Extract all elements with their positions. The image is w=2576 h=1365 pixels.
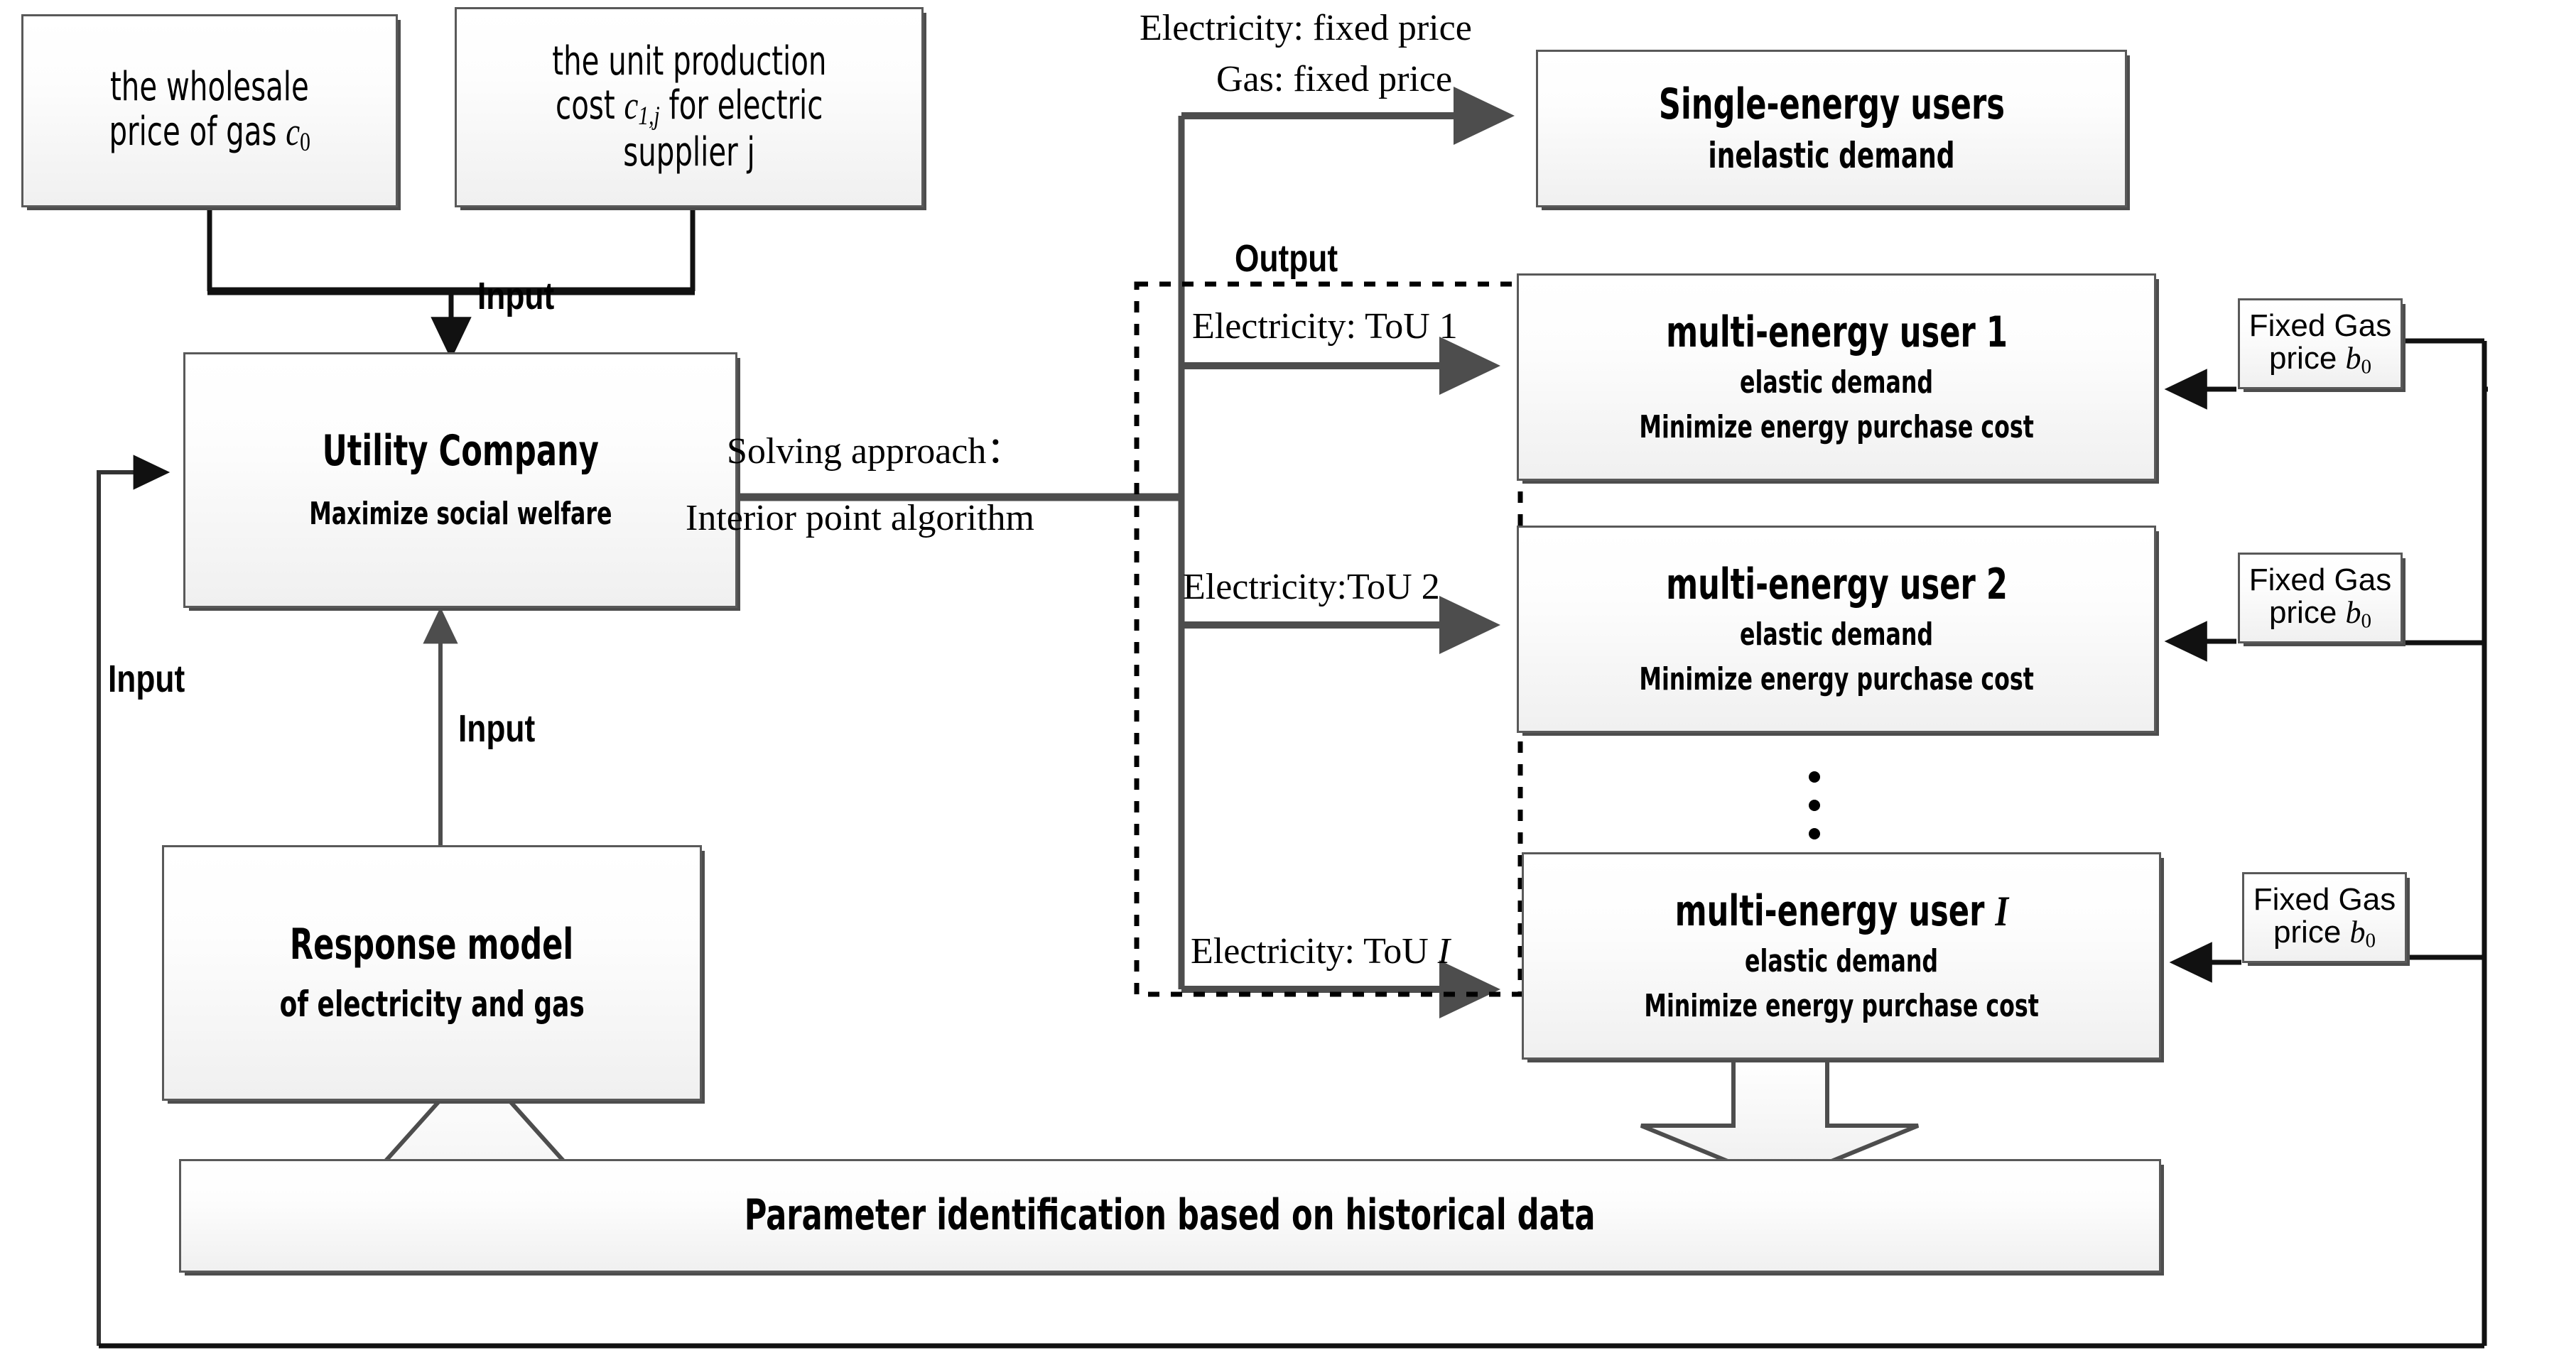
input-box2-line-2: cost c1,j for electric	[555, 82, 823, 131]
response-model-line-1: Response model	[290, 919, 574, 969]
multi-energy-user-2-line-2: elastic demand	[1739, 616, 1934, 653]
label-input-top: Input	[477, 275, 555, 317]
symbol-b0-1: b0	[2345, 341, 2372, 379]
response-model-line-2: of electricity and gas	[279, 984, 585, 1026]
output-group-dotted-box	[1134, 281, 1523, 997]
single-energy-users-box: Single-energy users inelastic demand	[1536, 50, 2127, 207]
multi-energy-user-1-line-3: Minimize energy purchase cost	[1639, 408, 2034, 445]
label-tou-1: Electricity: ToU 1	[1192, 306, 1458, 347]
multi-energy-user-I-line-2: elastic demand	[1744, 943, 1939, 980]
utility-company-title: Utility Company	[322, 425, 599, 476]
input-box2-line-3: supplier j	[623, 129, 755, 175]
response-model-box: Response model of electricity and gas	[162, 845, 702, 1101]
fixed-gas-price-box-2: Fixed Gas price b0	[2238, 553, 2403, 643]
solving-approach-trunk	[739, 116, 1185, 989]
symbol-tou-I: I	[1437, 931, 1451, 972]
utility-company-subtitle: Maximize social welfare	[308, 496, 612, 533]
symbol-I: I	[1995, 887, 2008, 935]
multi-energy-user-I-box: multi-energy user I elastic demand Minim…	[1522, 852, 2161, 1060]
fixed-gas-price-box-1: Fixed Gas price b0	[2238, 298, 2403, 389]
label-output: Output	[1235, 237, 1338, 280]
label-tou-2: Electricity:ToU 2	[1183, 567, 1440, 607]
gas-price-bus-links	[2405, 338, 2487, 1346]
fixed-gas-price-3-line-1: Fixed Gas	[2253, 881, 2396, 917]
vertical-ellipsis	[1808, 771, 1821, 839]
symbol-c0: c0	[286, 109, 310, 156]
parameter-identification-label: Parameter identification based on histor…	[745, 1190, 1596, 1241]
input-box2-line-1: the unit production	[551, 38, 827, 85]
label-tou-I: Electricity: ToU I	[1191, 931, 1451, 972]
input-box-unit-production-cost: the unit production cost c1,j for electr…	[455, 7, 924, 207]
fixed-gas-price-2-line-1: Fixed Gas	[2248, 562, 2392, 597]
label-input-left: Input	[108, 658, 185, 700]
single-energy-users-title: Single-energy users	[1658, 79, 2005, 129]
utility-company-box: Utility Company Maximize social welfare	[183, 352, 737, 608]
multi-energy-user-2-title: multi-energy user 2	[1665, 559, 2008, 609]
symbol-b0-3: b0	[2349, 915, 2376, 952]
multi-energy-user-2-box: multi-energy user 2 elastic demand Minim…	[1517, 526, 2156, 733]
fixed-gas-price-box-3: Fixed Gas price b0	[2242, 872, 2407, 963]
input-box-wholesale-gas-price: the wholesale price of gas c0	[21, 14, 398, 207]
label-electricity-fixed-price: Electricity: fixed price	[1140, 8, 1472, 48]
multi-energy-user-I-title: multi-energy user I	[1674, 886, 2008, 936]
multi-energy-user-2-line-3: Minimize energy purchase cost	[1639, 660, 2034, 697]
parameter-identification-bar: Parameter identification based on histor…	[179, 1159, 2161, 1273]
fixed-gas-price-1-line-1: Fixed Gas	[2248, 308, 2392, 343]
multi-energy-user-1-box: multi-energy user 1 elastic demand Minim…	[1517, 273, 2156, 481]
feedback-into-utility-connector	[97, 455, 171, 1346]
input-merge-connector	[207, 208, 696, 360]
multi-energy-user-I-line-3: Minimize energy purchase cost	[1644, 987, 2039, 1024]
label-solving-approach-line-1: Solving approach：	[727, 431, 1024, 472]
fixed-gas-price-1-line-2: price b0	[2268, 341, 2372, 379]
symbol-b0-2: b0	[2345, 595, 2372, 633]
input-box-line-2: price of gas c0	[109, 108, 310, 156]
user-to-parameter-block-arrow	[1640, 1056, 1920, 1185]
fixed-gas-price-3-line-2: price b0	[2273, 915, 2376, 952]
fixed-gas-price-2-line-2: price b0	[2268, 595, 2372, 633]
single-energy-users-subtitle: inelastic demand	[1708, 135, 1955, 177]
label-gas-fixed-price: Gas: fixed price	[1216, 59, 1453, 99]
symbol-c1j: c1,j	[624, 84, 660, 131]
label-solving-approach-line-2: Interior point algorithm	[686, 498, 1035, 538]
label-input-bottom: Input	[458, 707, 536, 750]
multi-energy-user-1-title: multi-energy user 1	[1665, 307, 2008, 357]
multi-energy-user-1-line-2: elastic demand	[1739, 364, 1934, 401]
input-box-line-1: the wholesale	[110, 63, 309, 110]
